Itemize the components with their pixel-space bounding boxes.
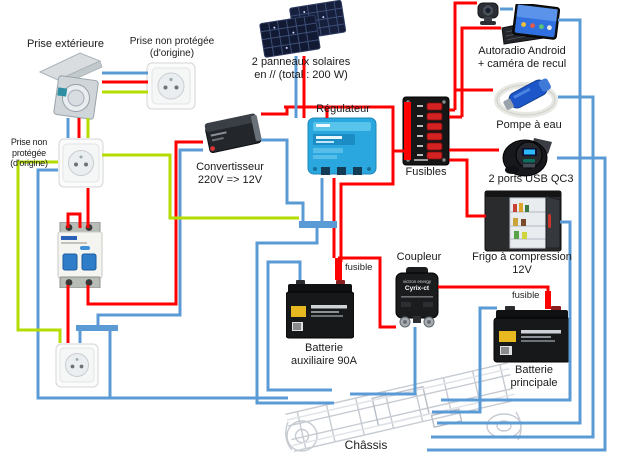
rear-camera-icon — [477, 2, 499, 25]
usb-ports-icon — [502, 138, 552, 177]
converter-icon — [204, 113, 262, 154]
aux-battery-icon — [286, 280, 354, 339]
coupler-model-text: Cyrix-ct — [404, 285, 430, 292]
exterior-socket-icon — [38, 52, 103, 120]
regulator-label: Régulateur — [316, 103, 370, 115]
fuse-aux-icon — [335, 258, 342, 280]
water-pump-icon — [494, 78, 558, 118]
water-pump-label: Pompe à eau — [496, 119, 562, 131]
ground-bar-socket — [76, 325, 118, 331]
unprotected-socket-top-label: Prise non protégée (d'origine) — [129, 36, 215, 59]
converter-label: Convertisseur 220V => 12V — [196, 161, 264, 186]
chassis-label: Châssis — [344, 438, 388, 452]
solar-panels-label: 2 panneaux solaires en // (total : 200 W… — [251, 56, 351, 81]
coupler-icon — [395, 267, 439, 328]
unprotected-socket-left-label: Prise non protégée (d'origine) — [10, 137, 48, 169]
coupler-label: Coupleur — [396, 251, 442, 263]
fuse-main-label: fusible — [512, 290, 540, 301]
coupler-brand-text: victron energy — [402, 279, 432, 284]
head-unit-label: Autoradio Android + caméra de recul — [477, 45, 567, 70]
exterior-socket-label: Prise extérieure — [26, 38, 105, 50]
ground-bus-bar — [299, 221, 337, 228]
fridge-label: Frigo à compression 12V — [472, 251, 572, 276]
socket-bottom-icon — [55, 343, 99, 388]
usb-ports-label: 2 ports USB QC3 — [488, 173, 574, 185]
fuse-panel-label: Fusibles — [405, 166, 447, 178]
socket-mid-icon — [58, 138, 104, 188]
main-battery-label: Batterie principale — [510, 364, 558, 389]
socket-top-icon — [146, 62, 196, 110]
android-head-unit-icon — [501, 4, 560, 45]
fuse-panel-icon — [402, 96, 450, 166]
regulator-icon — [307, 117, 377, 175]
chassis-drawing — [285, 362, 522, 452]
fridge-icon — [484, 190, 562, 252]
main-battery-icon — [493, 306, 571, 363]
circuit-breaker-icon — [57, 222, 103, 288]
aux-battery-label: Batterie auxiliaire 90A — [290, 342, 358, 367]
fuse-aux-label: fusible — [345, 262, 373, 273]
solar-panels-icon — [259, 0, 347, 58]
